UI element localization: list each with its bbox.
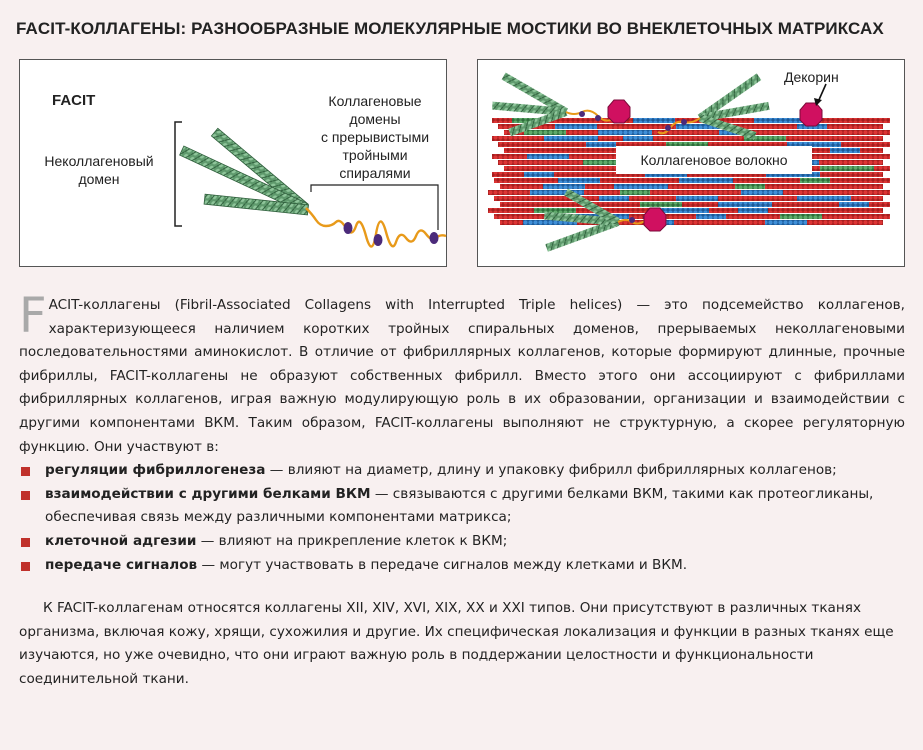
fiber-segment bbox=[524, 130, 566, 135]
fiber-strand bbox=[492, 118, 890, 123]
fiber-segment bbox=[524, 172, 554, 177]
fiber-segment bbox=[797, 196, 851, 201]
decorin-molecule bbox=[643, 207, 667, 232]
fiber-strand bbox=[494, 214, 890, 219]
fiber-strand bbox=[500, 220, 883, 225]
fiber-segment bbox=[623, 136, 653, 141]
fiber-segment bbox=[527, 154, 569, 159]
fiber-segment bbox=[655, 208, 709, 213]
node bbox=[429, 232, 439, 244]
figure-facit-structure: FACIT Неколлагеновый домен Коллагеновые … bbox=[19, 59, 447, 267]
function-list: регуляции фибриллогенеза — влияют на диа… bbox=[19, 459, 905, 577]
fiber-segment bbox=[780, 214, 822, 219]
label-collagen-fiber: Коллагеновое волокно bbox=[640, 152, 788, 168]
fiber-segment bbox=[534, 208, 576, 213]
fiber-segment bbox=[676, 196, 718, 201]
fiber-segment bbox=[738, 208, 768, 213]
bullet-square-icon bbox=[21, 490, 30, 500]
intro-text: ACIT-коллагены (Fibril-Associated Collag… bbox=[19, 297, 905, 455]
list-item: регуляции фибриллогенеза — влияют на диа… bbox=[19, 459, 905, 483]
fiber-segment bbox=[696, 214, 726, 219]
fiber-segment bbox=[744, 136, 786, 141]
drop-cap: F bbox=[19, 288, 47, 344]
decorin-molecule bbox=[799, 102, 823, 127]
fiber-segment bbox=[800, 178, 830, 183]
fiber-segment bbox=[598, 130, 652, 135]
decorin-molecule bbox=[607, 99, 631, 124]
fiber-segment bbox=[741, 190, 783, 195]
linker-chain bbox=[305, 207, 447, 248]
fiber-strand bbox=[492, 136, 883, 141]
fiber-segment bbox=[640, 202, 682, 207]
fiber-segment bbox=[787, 142, 841, 147]
list-item: взаимодействии с другими белками ВКМ — с… bbox=[19, 483, 905, 530]
fiber-segment bbox=[633, 118, 675, 123]
fiber-segment bbox=[666, 142, 708, 147]
fiber-segment bbox=[599, 196, 629, 201]
label-collagen-domains: Коллагеновые домены с прерывистыми тройн… bbox=[320, 93, 430, 181]
bullet-square-icon bbox=[21, 537, 30, 547]
fiber-segment bbox=[645, 172, 687, 177]
fiber-strand bbox=[500, 202, 890, 207]
node bbox=[343, 222, 353, 234]
fiber-segment bbox=[583, 160, 637, 165]
label-facit: FACIT bbox=[52, 92, 96, 109]
closing-paragraph: К FACIT-коллагенам относятся коллагены X… bbox=[19, 600, 894, 687]
noncollagen-bracket bbox=[174, 121, 182, 227]
fiber-strand bbox=[500, 184, 883, 189]
label-decorin: Декорин bbox=[784, 69, 839, 85]
collagen-domain-bracket bbox=[310, 184, 439, 230]
fiber-segment bbox=[676, 124, 730, 129]
fiber-segment bbox=[766, 172, 820, 177]
fiber-segment bbox=[718, 202, 772, 207]
facit-helices bbox=[179, 127, 309, 216]
decorin-arrow bbox=[817, 83, 827, 103]
fiber-segment bbox=[530, 190, 584, 195]
fiber-strand bbox=[492, 172, 883, 177]
fiber-segment bbox=[558, 178, 600, 183]
fiber-segment bbox=[765, 220, 807, 225]
fiber-segment bbox=[679, 178, 733, 183]
fiber-segment bbox=[544, 136, 598, 141]
fiber-segment bbox=[543, 184, 585, 189]
list-item: клеточной адгезии — влияют на прикреплен… bbox=[19, 530, 905, 554]
facit-diagram bbox=[174, 121, 447, 248]
label-noncollagen-domain: Неколлагеновый домен bbox=[44, 153, 154, 187]
fiber-segment bbox=[586, 142, 616, 147]
fiber-label-box bbox=[616, 146, 812, 174]
fiber-segment bbox=[512, 118, 542, 123]
fiber-strand bbox=[504, 130, 890, 135]
node bbox=[373, 234, 383, 246]
fiber-segment bbox=[523, 220, 577, 225]
fiber-strand bbox=[488, 190, 890, 195]
fiber-segment bbox=[735, 184, 765, 189]
fiber-segment bbox=[620, 190, 650, 195]
fiber-segment bbox=[754, 118, 808, 123]
fiber-diagram bbox=[488, 72, 890, 252]
fiber-segment bbox=[820, 166, 874, 171]
list-item: передаче сигналов — могут участвовать в … bbox=[19, 554, 905, 578]
bullet-square-icon bbox=[21, 467, 30, 477]
fiber-segment bbox=[839, 202, 869, 207]
fiber-segment bbox=[555, 124, 597, 129]
fiber-segment bbox=[830, 148, 860, 153]
page-title: FACIT-КОЛЛАГЕНЫ: РАЗНООБРАЗНЫЕ МОЛЕКУЛЯР… bbox=[16, 19, 884, 38]
bullet-square-icon bbox=[21, 561, 30, 571]
fiber-facit-helices bbox=[491, 72, 770, 252]
fiber-segment bbox=[614, 184, 668, 189]
figure-collagen-fiber: Декорин Коллагеновое волокно bbox=[477, 59, 905, 267]
